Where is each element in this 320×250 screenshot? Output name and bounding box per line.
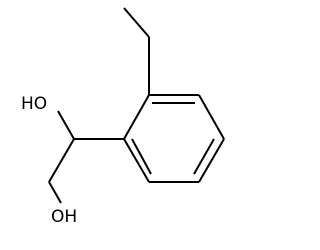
bond-ch2-to-oh-bottom — [48, 181, 62, 204]
bond-ring-5 — [123, 138, 150, 183]
bond-ring-3 — [198, 138, 225, 183]
hydroxyl-label-top: HO — [21, 94, 47, 114]
bond-ring-double-2 — [193, 138, 215, 175]
bond-ring-6 — [123, 94, 150, 140]
hydroxyl-label-bottom: OH — [51, 207, 77, 227]
bond-choh-to-ch2 — [48, 138, 75, 183]
molecule-structure: HO OH — [21, 7, 225, 227]
bond-ring-2 — [198, 94, 225, 140]
bond-ring-double-3 — [131, 138, 152, 175]
bond-ethyl-ch3-ch2 — [123, 7, 150, 38]
bond-choh-to-oh-top — [57, 110, 75, 140]
